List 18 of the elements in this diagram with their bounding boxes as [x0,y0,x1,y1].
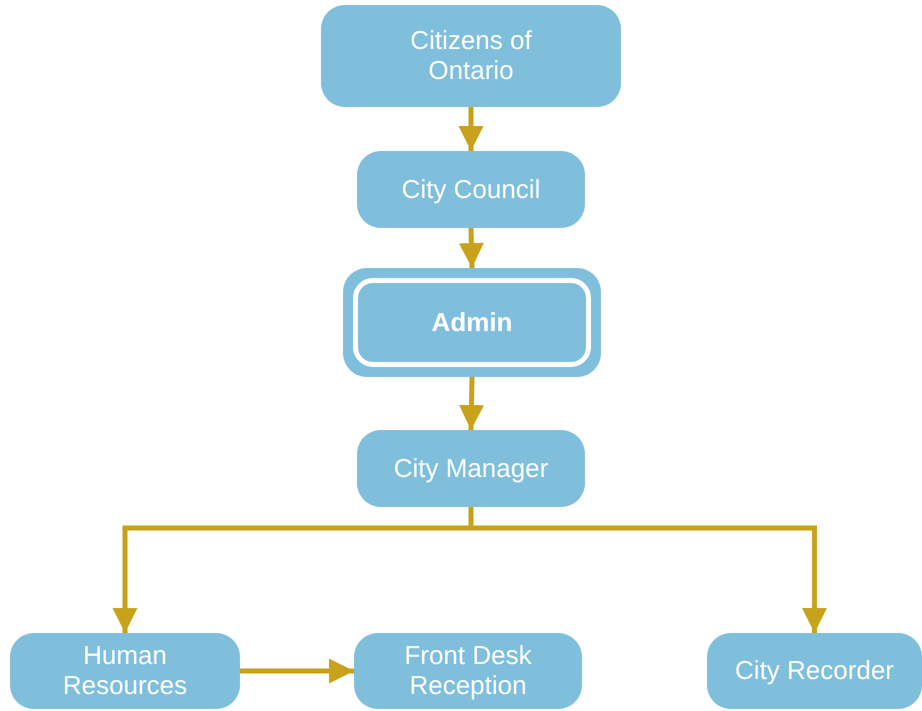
node-label: Human Resources [62,641,188,701]
node-label: City Recorder [735,656,894,686]
rounded-box [354,633,582,709]
rounded-box [707,633,922,709]
connector-arrow [458,228,484,268]
node-label: Citizens of Ontario [409,26,533,86]
connector-arrow [240,658,354,684]
highlighted-box [343,268,601,377]
connector-arrow [458,107,484,151]
node-label: Front Desk Reception [403,641,533,701]
rounded-box [10,633,240,709]
node-label: City Council [402,174,540,204]
rounded-box [357,151,585,228]
connector-arrow [458,376,484,430]
node-label: City Manager [394,454,548,484]
node-label: Admin [432,308,512,338]
rounded-box [321,5,621,107]
rounded-box [357,430,585,507]
